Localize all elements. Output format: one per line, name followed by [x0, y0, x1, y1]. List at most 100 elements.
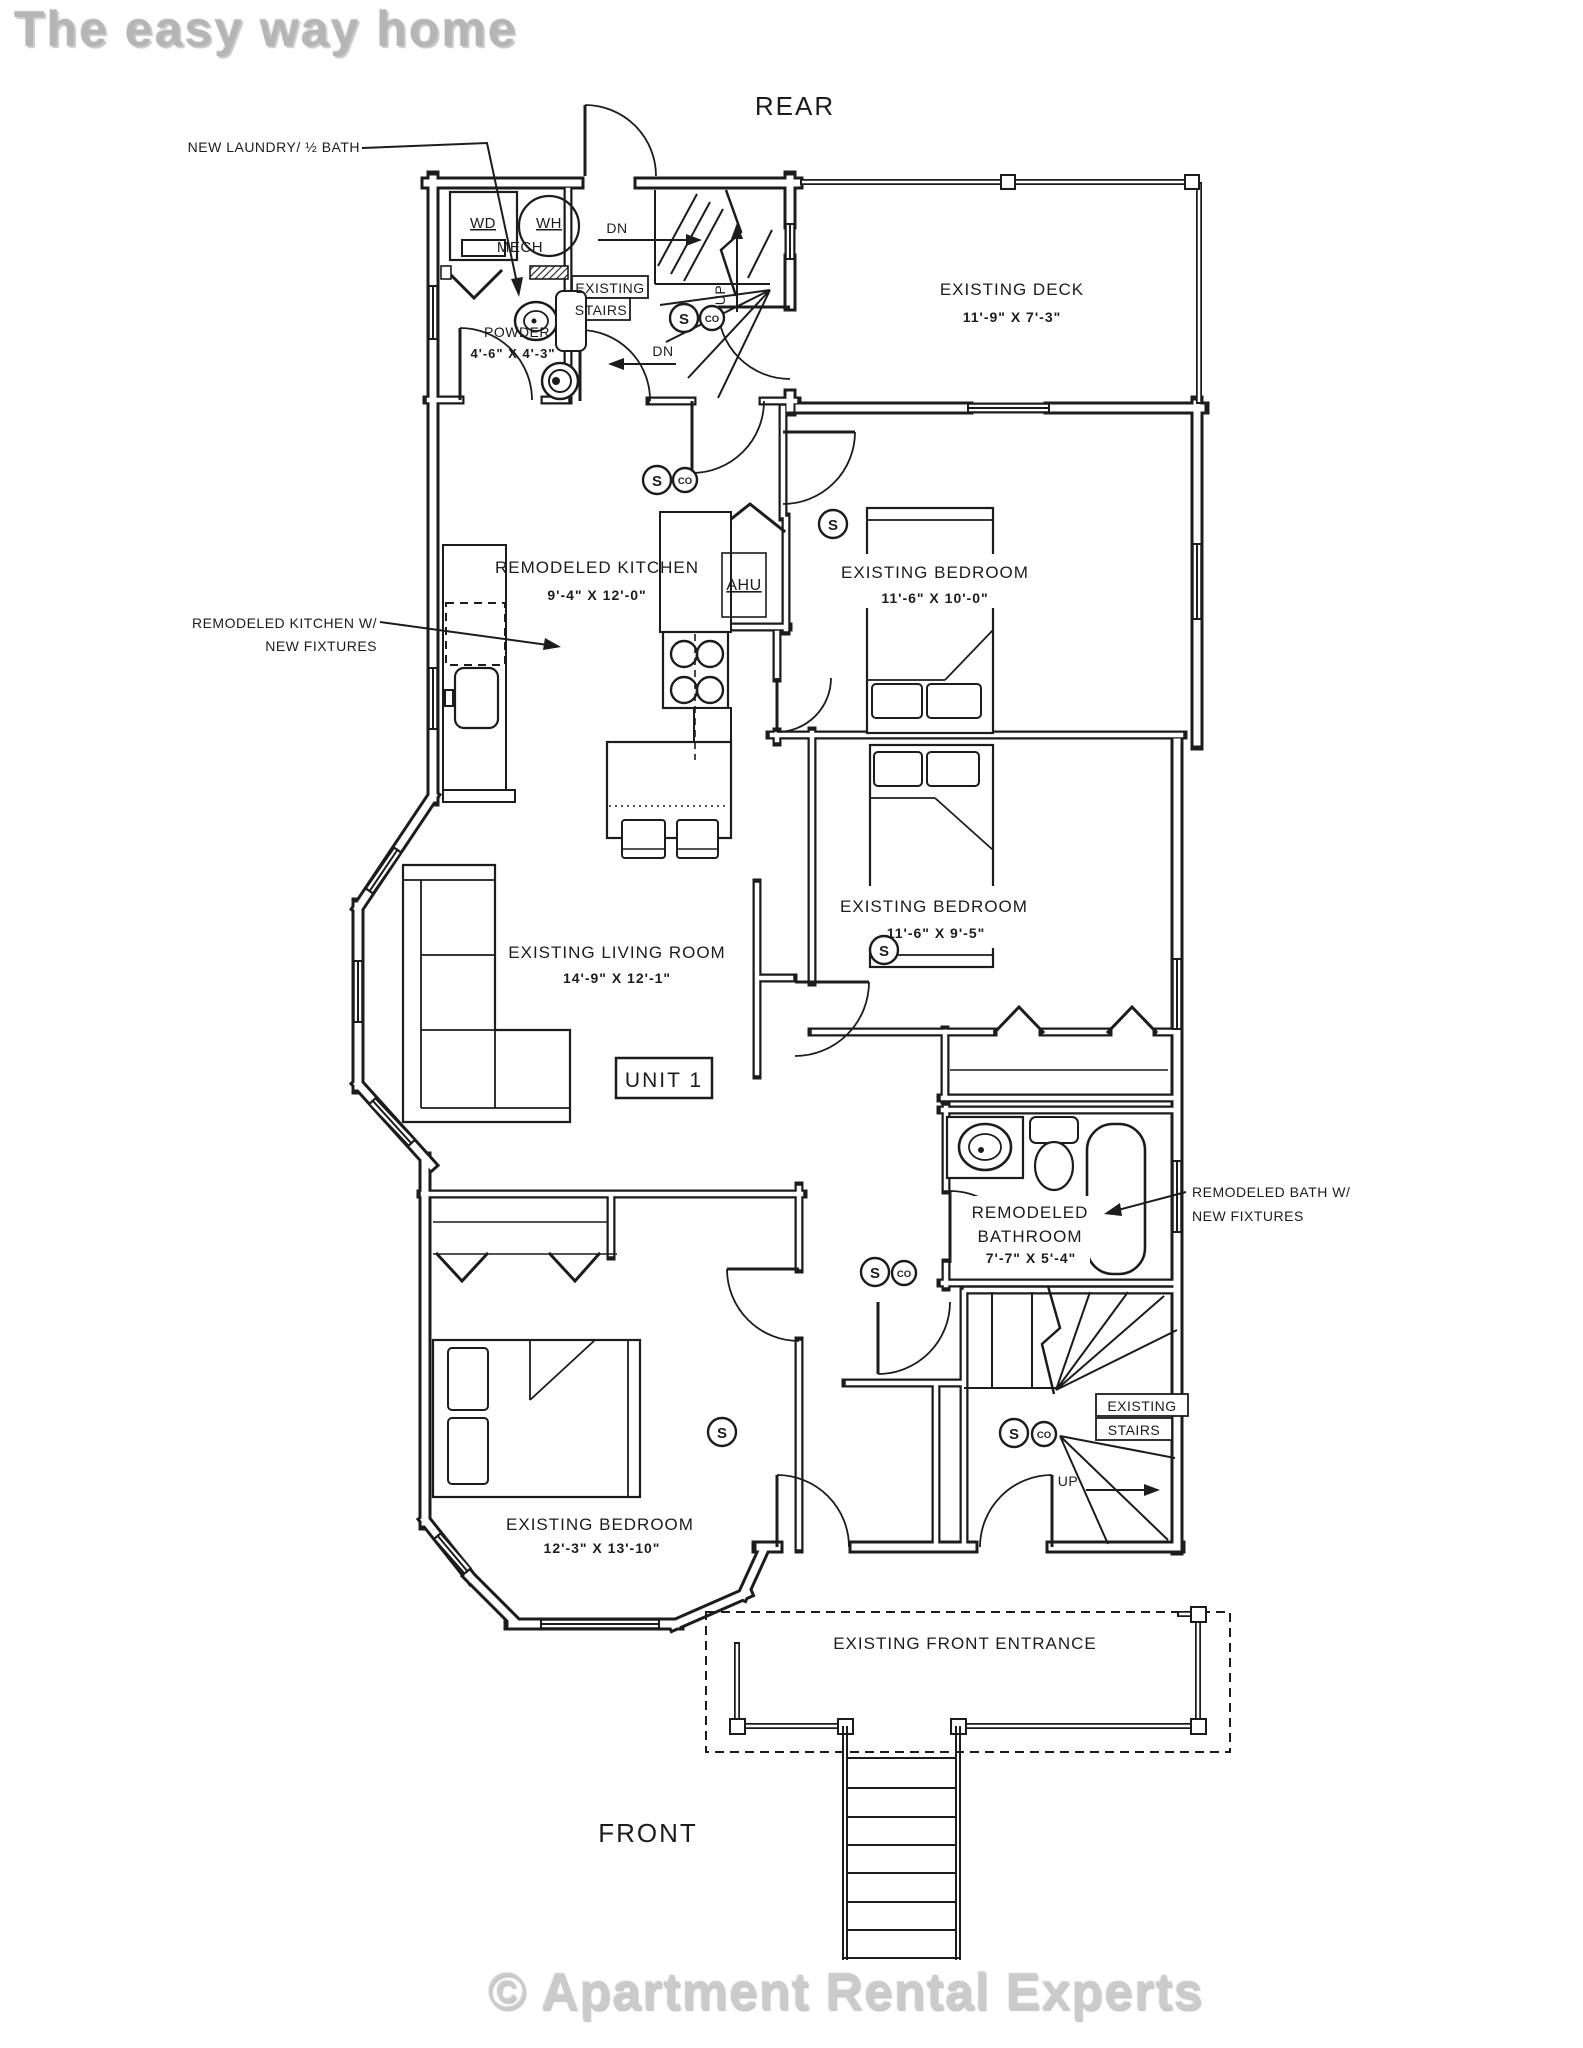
detector-letters: S CO S CO S S S CO S CO S [652, 311, 1051, 1443]
smoke-letter: S [879, 943, 889, 960]
bathroom-fixtures [945, 1115, 1147, 1276]
pillow [926, 751, 980, 787]
powder-fixtures [513, 290, 587, 401]
stairs-label-1: EXISTING [575, 280, 644, 296]
bathroom-name-1: REMODELED [972, 1203, 1089, 1222]
co-letter: CO [1037, 1430, 1051, 1441]
smoke-detector-icon [641, 464, 673, 496]
bathroom-dims: 7'-7" X 5'-4" [986, 1250, 1077, 1266]
front-stairs [964, 1285, 1178, 1545]
toilet-bowl [1033, 1140, 1075, 1192]
smoke-letter: S [679, 311, 689, 328]
bath-sink [957, 1122, 1013, 1172]
kitchen-annotation-2: NEW FIXTURES [265, 638, 377, 654]
smoke-detector-icon [817, 508, 849, 540]
watermark-text: © Apartment Rental Experts [488, 1963, 1204, 2021]
stairs-label-2: STAIRS [575, 302, 628, 318]
smoke-detector-icon [706, 1416, 738, 1448]
co-detector-icon [698, 304, 726, 332]
refrigerator-dashed [445, 602, 506, 666]
deck-post [1184, 174, 1200, 190]
stool [676, 819, 719, 859]
pillow [447, 1417, 489, 1485]
sofa-sectional [401, 863, 572, 1124]
up-label: UP [1058, 1473, 1078, 1489]
burner [695, 675, 725, 705]
co-letter: CO [897, 1269, 911, 1280]
mech-label: MECH [497, 239, 543, 256]
smoke-detector-icon [668, 302, 700, 334]
bedroom-lower-name: EXISTING BEDROOM [506, 1515, 694, 1534]
bedroom-middle-name: EXISTING BEDROOM [840, 897, 1028, 916]
laundry-fixtures [440, 190, 581, 280]
unit-label: UNIT 1 [625, 1069, 703, 1092]
powder-name: POWDER [484, 324, 550, 340]
arrows [361, 141, 1187, 1496]
ahu-unit [721, 552, 767, 618]
bedroom-lower-dims: 12'-3" X 13'-10" [544, 1540, 661, 1556]
co-detector-icon [890, 1259, 918, 1287]
co-detector-icon [1030, 1420, 1058, 1448]
front-entrance-name: EXISTING FRONT ENTRANCE [833, 1634, 1097, 1653]
front-label: FRONT [598, 1818, 698, 1848]
counter-right [659, 511, 732, 633]
counter-strip [693, 707, 732, 743]
pillow [873, 751, 923, 787]
kitchen-fixtures [442, 511, 767, 859]
powder-dims: 4'-6" X 4'-3" [471, 346, 556, 361]
co-letter: CO [678, 476, 692, 487]
vent-hatch [529, 265, 569, 280]
smoke-detector-icon [998, 1417, 1030, 1449]
deck-dims: 11'-9" X 7'-3" [963, 309, 1062, 325]
windows [352, 223, 1203, 1630]
kitchen-sink [453, 666, 500, 730]
bedroom-middle-dims: 11'-6" X 9'-5" [887, 925, 986, 941]
deck-post [1000, 174, 1016, 190]
kitchen-faucet [444, 689, 454, 707]
water-heater [517, 194, 581, 258]
smoke-letter: S [1009, 1426, 1019, 1443]
door-swings [458, 104, 1054, 1548]
kitchen-counter-cap [442, 789, 516, 803]
pillow [871, 683, 923, 719]
smoke-letter: S [652, 473, 662, 490]
up-label: UP [712, 285, 728, 305]
co-detector-icon [671, 466, 699, 494]
stairs-label-2: STAIRS [1108, 1422, 1161, 1438]
smoke-letter: S [717, 1425, 727, 1442]
living-room-dims: 14'-9" X 12'-1" [563, 970, 671, 986]
kitchen-name: REMODELED KITCHEN [495, 558, 699, 577]
pillow [447, 1347, 489, 1411]
stair-label-boxes [571, 275, 1189, 1441]
kitchen-annotation-1: REMODELED KITCHEN W/ [192, 615, 377, 631]
bedroom-upper-dims: 11'-6" X 10'-0" [881, 590, 988, 606]
burner [695, 639, 725, 669]
bath-annotation-1: REMODELED BATH W/ [1192, 1184, 1350, 1200]
stairs-label-1: EXISTING [1107, 1398, 1176, 1414]
porch-railing [729, 1606, 1207, 1735]
smoke-letter: S [870, 1265, 880, 1282]
bedroom-upper-name: EXISTING BEDROOM [841, 563, 1029, 582]
laundry-annotation: NEW LAUNDRY/ ½ BATH [188, 139, 360, 155]
deck-railing [800, 174, 1202, 404]
bed-lower [431, 1338, 642, 1499]
bath-annotation-2: NEW FIXTURES [1192, 1208, 1304, 1224]
dn-label: DN [606, 220, 627, 236]
ahu-label: AHU [726, 577, 761, 594]
pillow [926, 683, 982, 719]
toilet-tank [1029, 1116, 1079, 1144]
closet-details [433, 1069, 1168, 1255]
stool [621, 819, 666, 859]
powder-cabinet [555, 290, 587, 352]
rear-label: REAR [755, 91, 835, 121]
washer-dryer-label: WD [470, 215, 496, 232]
unit-label-box [614, 1056, 714, 1100]
front-steps [842, 1726, 961, 1960]
bathroom-name-2: BATHROOM [978, 1227, 1083, 1246]
detectors [641, 302, 1058, 1449]
smoke-detector-icon [868, 934, 900, 966]
bathtub [1085, 1122, 1147, 1276]
bed-upper [865, 506, 995, 735]
